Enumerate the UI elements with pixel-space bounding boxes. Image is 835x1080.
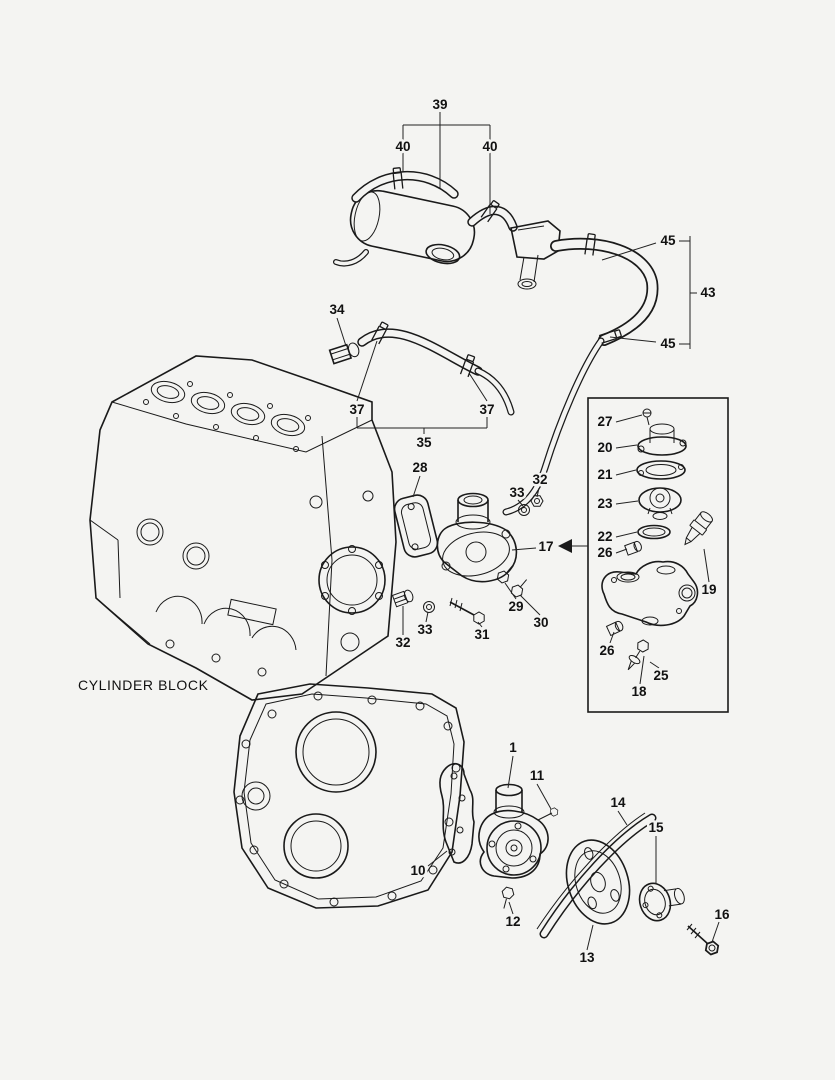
callout-17: 17 — [538, 539, 553, 554]
pump-gasket-10 — [439, 762, 475, 864]
nut-32-upper — [530, 495, 544, 507]
thermostat-detail-box — [587, 397, 729, 713]
washer-33-lower — [423, 601, 435, 613]
callout-25: 25 — [653, 668, 669, 683]
callout-32-lower: 32 — [395, 635, 410, 650]
callout-45-bottom: 45 — [660, 336, 676, 351]
gasket-21 — [636, 460, 686, 480]
timing-cover-drawing — [233, 683, 465, 909]
callout-35: 35 — [416, 435, 432, 450]
coolant-pipe-43 — [502, 232, 659, 516]
stud-11 — [537, 806, 560, 821]
detail-arrow — [558, 539, 588, 553]
fan-hub-15 — [638, 882, 685, 922]
callout-40-left: 40 — [395, 139, 410, 154]
callout-1: 1 — [509, 740, 517, 755]
belt-14 — [536, 812, 657, 939]
callout-45-top: 45 — [660, 233, 676, 248]
callout-18: 18 — [631, 684, 647, 699]
sensor-19 — [684, 511, 713, 546]
callout-29: 29 — [508, 599, 523, 614]
pulley-13 — [565, 839, 631, 925]
callout-22: 22 — [597, 529, 612, 544]
thermostat-23 — [638, 487, 682, 520]
seal-ring-22 — [637, 524, 671, 540]
heater-hose-35 — [357, 320, 515, 416]
callout-39: 39 — [432, 97, 447, 112]
bolt-16 — [686, 923, 722, 958]
cylinder-block-label: CYLINDER BLOCK — [78, 677, 209, 693]
water-pump-1 — [478, 783, 560, 879]
plug-32-lower — [391, 589, 414, 608]
cylinder-block-drawing — [89, 355, 397, 701]
callout-26-lower: 26 — [599, 643, 615, 658]
callout-27: 27 — [597, 414, 612, 429]
plug-26-lower — [605, 620, 624, 637]
inlet-housing — [601, 560, 699, 627]
outlet-bolt-31 — [449, 597, 488, 627]
callout-19: 19 — [701, 582, 716, 597]
outlet-bolt-30 — [508, 579, 528, 600]
callout-13: 13 — [579, 950, 595, 965]
outlet-gasket-28 — [393, 494, 439, 558]
coolant-tee — [510, 220, 561, 290]
callout-21: 21 — [597, 467, 613, 482]
callout-31: 31 — [474, 627, 490, 642]
callout-11: 11 — [530, 768, 545, 783]
bolt-27 — [642, 408, 652, 426]
callout-15: 15 — [648, 820, 664, 835]
callout-labels: 39 40 40 45 43 45 34 37 37 35 27 20 21 2… — [327, 95, 733, 968]
oil-cooler-assembly — [333, 167, 518, 267]
callout-23: 23 — [597, 496, 613, 511]
callout-16: 16 — [714, 907, 730, 922]
callout-34: 34 — [329, 302, 345, 317]
thermostat-cover-20 — [637, 423, 687, 456]
callout-12: 12 — [505, 914, 520, 929]
outlet-bolt-29 — [494, 565, 514, 586]
callout-26-upper: 26 — [597, 545, 613, 560]
water-outlet-housing-17 — [436, 492, 518, 583]
callout-43: 43 — [700, 285, 716, 300]
callout-33-upper: 33 — [509, 485, 525, 500]
leader-lines — [336, 112, 720, 951]
callout-20: 20 — [597, 440, 612, 455]
callout-33-lower: 33 — [417, 622, 433, 637]
washer-33-upper — [518, 504, 530, 516]
callout-40-right: 40 — [482, 139, 497, 154]
fitting-34 — [328, 342, 360, 365]
plug-26-upper — [624, 540, 642, 556]
callout-32-upper: 32 — [532, 472, 547, 487]
callout-37-right: 37 — [479, 402, 494, 417]
callout-30: 30 — [533, 615, 548, 630]
bolt-12 — [500, 885, 516, 909]
callout-28: 28 — [412, 460, 428, 475]
callout-10: 10 — [410, 863, 425, 878]
sensor-18-washer-25 — [627, 637, 652, 671]
callout-37-left: 37 — [349, 402, 364, 417]
callout-14: 14 — [610, 795, 626, 810]
